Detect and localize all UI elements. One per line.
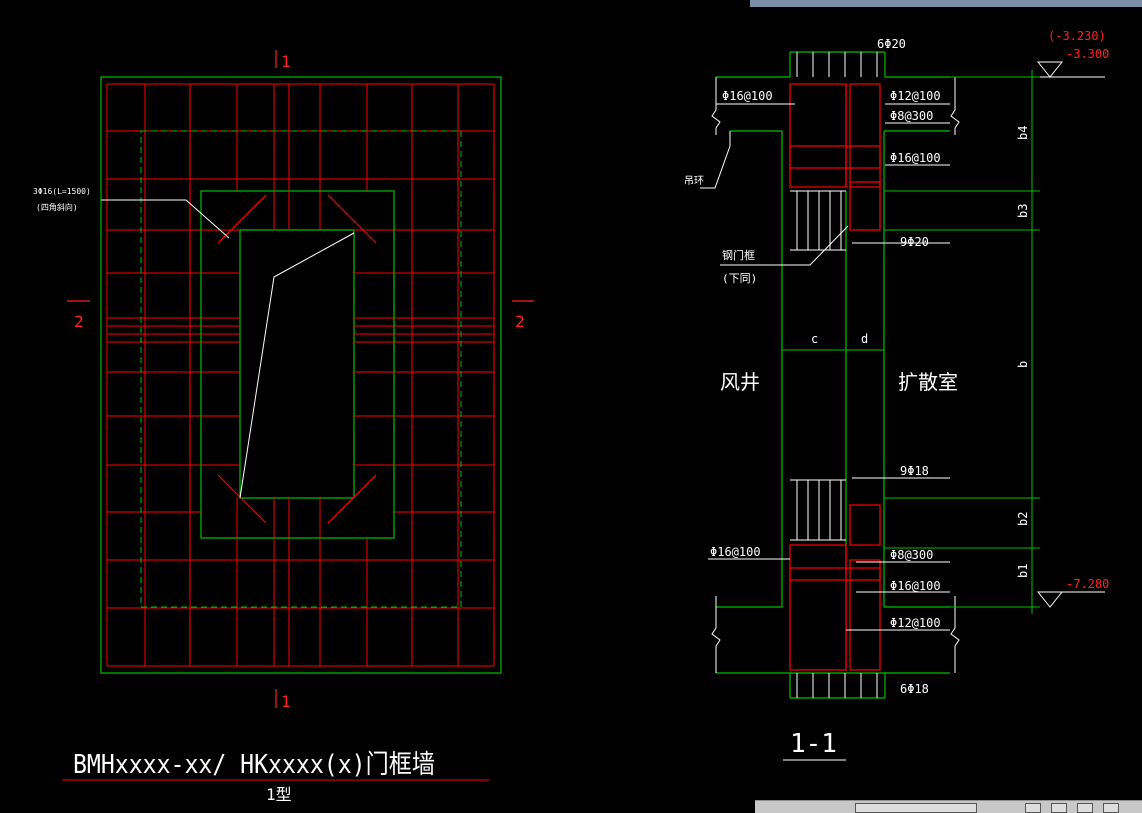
- window-accent-bar: [750, 0, 1142, 7]
- label-tie-bot: Φ8@300: [890, 548, 933, 562]
- dashed-outline: [140, 130, 462, 608]
- section-rebar: [789, 83, 881, 671]
- label-top-bars: 6Φ20: [877, 37, 906, 51]
- label-door-bars-bottom: 9Φ18: [900, 464, 929, 478]
- label-dim-c: c: [811, 332, 818, 346]
- dim-label-b: b: [1016, 361, 1030, 368]
- label-hook: 吊环: [684, 175, 704, 187]
- section-title: 1-1: [790, 729, 837, 759]
- level-top-bracketed: (-3.230): [1048, 29, 1106, 43]
- section-mark-top: 1: [275, 50, 291, 71]
- dim-label-b2: b2: [1016, 512, 1030, 526]
- top-bar-ticks: [790, 52, 878, 698]
- drawing-subtitle: 1型: [266, 785, 292, 804]
- svg-text:2: 2: [515, 312, 525, 331]
- rebar-callout-line2: (四角斜向): [36, 202, 78, 212]
- leaders: [700, 76, 1105, 631]
- label-stirrup-top-left: Φ16@100: [722, 89, 773, 103]
- callout-leader: [101, 199, 230, 239]
- label-door-bars-top: 9Φ20: [900, 235, 929, 249]
- frame-rebars: [201, 191, 394, 538]
- wall-outline: [100, 76, 502, 674]
- svg-text:1: 1: [281, 52, 291, 71]
- label-left-room: 风井: [720, 370, 760, 394]
- section-view: 6Φ20 6Φ18 Φ16@100 Φ12@100 Φ8@300 Φ16@100…: [684, 29, 1109, 761]
- label-stirrup-bot-inner: Φ16@100: [890, 579, 941, 593]
- dim-label-b1: b1: [1016, 564, 1030, 578]
- status-bar: [755, 800, 1142, 813]
- label-stirrup-bot-left: Φ16@100: [710, 545, 761, 559]
- label-dim-d: d: [861, 332, 868, 346]
- svg-text:2: 2: [74, 312, 84, 331]
- drawing-title: BMHxxxx-xx/ HKxxxx(x)门框墙: [73, 750, 435, 780]
- label-stirrup-top-right: Φ12@100: [890, 89, 941, 103]
- door-swing-line: [239, 232, 355, 499]
- level-top: -3.300: [1066, 47, 1109, 61]
- level-marker-bottom: [1036, 591, 1064, 608]
- label-stirrup-top-inner: Φ16@100: [890, 151, 941, 165]
- section-mark-bottom: 1: [275, 689, 291, 711]
- dimension-lines: [782, 70, 1040, 614]
- elevation-view: 3Φ16(L=1500) (四角斜向) 1 1 2 2 BMHxxxx-xx/ …: [33, 50, 534, 804]
- label-right-room: 扩散室: [898, 370, 958, 394]
- label-door-frame-note: (下同): [722, 272, 757, 285]
- label-tie-top: Φ8@300: [890, 109, 933, 123]
- level-marker-top: [1036, 61, 1064, 78]
- label-door-frame: 钢门框: [722, 248, 755, 262]
- svg-text:1: 1: [281, 692, 291, 711]
- door-opening: [239, 229, 355, 499]
- dim-label-b3: b3: [1016, 204, 1030, 218]
- rebar-callout-line1: 3Φ16(L=1500): [33, 187, 91, 196]
- level-bottom: -7.280: [1066, 577, 1109, 591]
- section-mark-left: 2: [67, 300, 90, 331]
- dim-label-b4: b4: [1016, 126, 1030, 140]
- section-mark-right: 2: [512, 300, 534, 331]
- label-bottom-bars: 6Φ18: [900, 682, 929, 696]
- label-stirrup-bot-right: Φ12@100: [890, 616, 941, 630]
